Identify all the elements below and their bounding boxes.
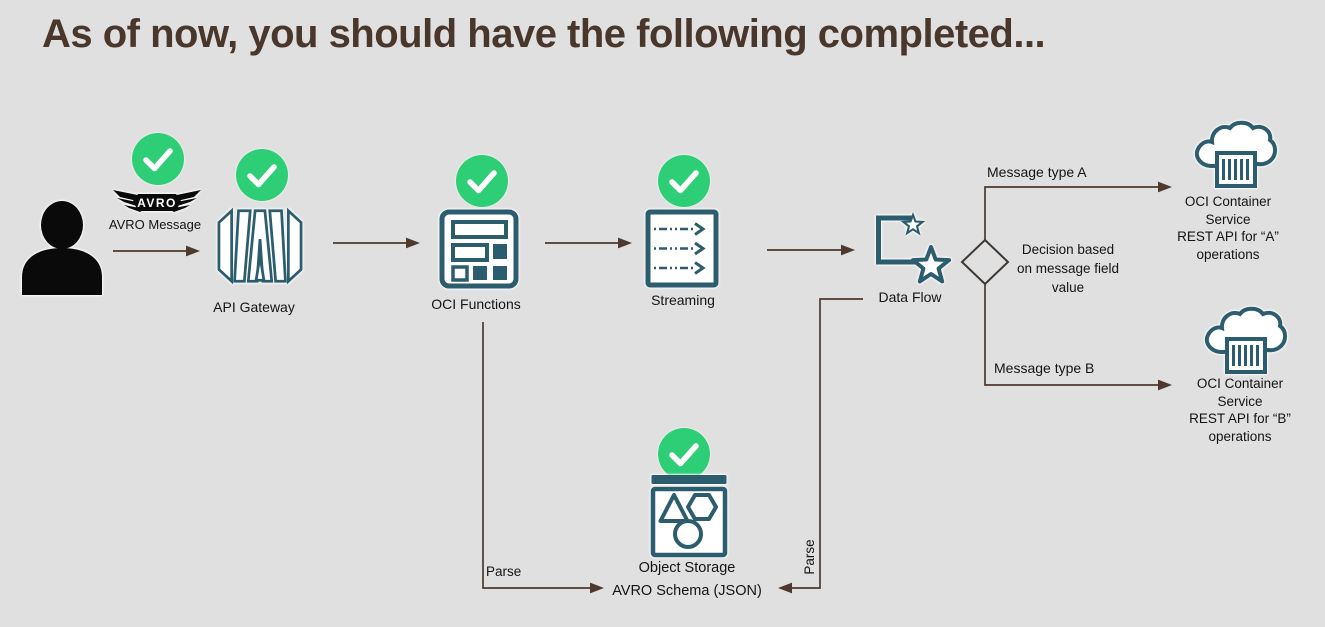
data-flow-icon [876, 212, 952, 284]
decision-line: Decision based [1021, 242, 1115, 257]
container-b-line: REST API for “B” [1189, 411, 1291, 426]
container-a-line: Service [1205, 211, 1251, 227]
cloud-container-icon [1204, 306, 1287, 374]
line-dataflow-parse-to-storage [792, 298, 863, 589]
page-title: As of now, you should have the following… [42, 12, 1046, 56]
completed-check-icon [658, 155, 710, 207]
container-a-line: operations [1196, 246, 1260, 262]
arrowhead-parse-to-storage-left [778, 582, 792, 594]
api-gateway-label: API Gateway [213, 299, 295, 315]
container-a-line: OCI Container [1184, 194, 1272, 209]
message-type-b-label: Message type B [994, 360, 1095, 376]
message-type-a-label: Message type A [987, 164, 1087, 180]
api-gateway-icon [217, 207, 303, 285]
container-b-line: OCI Container [1196, 376, 1284, 391]
container-b-line: operations [1208, 428, 1272, 444]
avro-message-label: AVRO Message [108, 217, 202, 232]
object-storage-line: AVRO Schema (JSON) [612, 582, 762, 599]
streaming-label: Streaming [651, 292, 715, 308]
arrowhead-to-container-b [1158, 379, 1172, 391]
arrowhead-to-container-a [1158, 181, 1172, 193]
object-storage-icon [650, 475, 728, 558]
cloud-container-icon [1194, 120, 1277, 188]
decision-line: on message field [1016, 261, 1120, 276]
object-storage-label: Object Storage AVRO Schema (JSON) [612, 557, 762, 602]
arrowhead-functions-to-streaming [618, 237, 632, 249]
person-silhouette-icon [22, 201, 102, 295]
decision-label: Decision based on message field value [1008, 240, 1128, 297]
completed-check-icon [456, 155, 508, 207]
parse-from-dataflow-label: Parse [802, 539, 817, 575]
decision-line: value [1051, 280, 1085, 295]
decision-diamond [960, 238, 1010, 286]
line-decision-to-container-a [984, 186, 1158, 240]
data-flow-label: Data Flow [878, 289, 942, 305]
arrowhead-api-gateway-to-functions [406, 237, 420, 249]
object-storage-line: Object Storage [638, 560, 736, 576]
container-a-line: REST API for “A” [1177, 229, 1279, 244]
oci-functions-label: OCI Functions [431, 296, 521, 312]
container-b-line: Service [1217, 393, 1263, 409]
container-service-a-label: OCI Container Service REST API for “A” o… [1168, 193, 1288, 263]
arrowhead-streaming-to-dataflow [841, 244, 855, 256]
arrowhead-parse-to-storage-right [590, 582, 604, 594]
svg-text:AVRO: AVRO [137, 196, 177, 210]
completed-check-icon [132, 133, 184, 185]
completed-check-icon [658, 428, 710, 480]
arrowhead-user-to-api-gateway [186, 245, 200, 257]
oci-functions-icon [439, 209, 519, 289]
completed-check-icon [236, 149, 288, 201]
line-functions-parse-to-storage [482, 322, 590, 589]
streaming-icon [645, 209, 719, 288]
line-decision-to-container-b [984, 284, 1158, 386]
avro-logo-icon: AVRO [113, 190, 201, 212]
parse-from-functions-label: Parse [486, 564, 522, 579]
container-service-b-label: OCI Container Service REST API for “B” o… [1180, 375, 1300, 445]
